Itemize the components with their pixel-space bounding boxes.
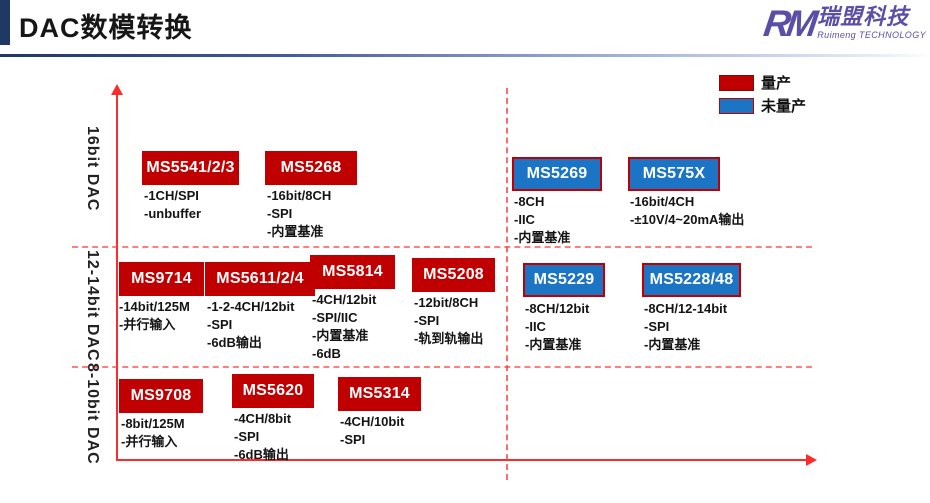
chip-spec-line: -并行输入: [119, 317, 176, 332]
chip-spec-line: -6dB: [312, 346, 341, 361]
status-divider-dotted-line: [506, 88, 508, 480]
axis-row-label: 12-14bit DAC: [84, 250, 101, 362]
chip-name-box: MS5314: [338, 377, 421, 411]
legend-label: 量产: [761, 75, 792, 92]
chip-spec-list: -8bit/125M -并行输入: [121, 415, 185, 451]
chip-spec-list: -8CH/12bit -IIC -内置基准: [525, 300, 589, 354]
chip-spec-line: -SPI: [234, 429, 260, 444]
chip-spec-line: -4CH/8bit: [234, 411, 292, 426]
company-logo: RM 瑞盟科技 Ruimeng TECHNOLOGY: [760, 3, 926, 44]
chip-spec-line: -IIC: [514, 212, 535, 227]
chip-spec-list: -4CH/10bit -SPI: [340, 413, 404, 449]
chip-spec-line: -并行输入: [121, 434, 178, 449]
logo-monogram-icon: RM: [760, 3, 817, 44]
chip-spec-list: -8CH -IIC -内置基准: [514, 193, 570, 247]
chip-name-box: MS5268: [265, 151, 357, 185]
chip-spec-line: -SPI: [267, 206, 293, 221]
chip-spec-list: -12bit/8CH -SPI -轨到轨输出: [414, 294, 483, 348]
chip-spec-line: -unbuffer: [144, 206, 202, 221]
chip-spec-line: -14bit/125M: [119, 299, 190, 314]
chip-spec-list: -1-2-4CH/12bit -SPI -6dB输出: [207, 298, 294, 352]
legend-swatch-red: [719, 74, 754, 91]
chip-spec-line: -SPI: [414, 313, 440, 328]
chip-spec-list: -16bit/4CH -±10V/4~20mA输出: [630, 193, 744, 229]
chip-spec-list: -4CH/8bit -SPI -6dB输出: [234, 410, 291, 464]
chip-spec-line: -SPI/IIC: [312, 310, 358, 325]
chip-spec-list: -1CH/SPI -unbuffer: [144, 187, 201, 223]
x-axis-line: [116, 459, 808, 461]
chip-spec-line: -内置基准: [267, 224, 324, 239]
chip-spec-line: -8CH: [514, 194, 545, 209]
chip-spec-line: -内置基准: [644, 337, 701, 352]
chip-spec-list: -16bit/8CH -SPI -内置基准: [267, 187, 331, 241]
chip-spec-line: -SPI: [644, 319, 670, 334]
chip-spec-line: -SPI: [207, 317, 233, 332]
chip-name-box: MS9714: [119, 262, 204, 296]
axis-row-label: 16bit DAC: [84, 126, 101, 212]
x-axis-arrow-icon: [806, 454, 817, 466]
chip-spec-line: -4CH/12bit: [312, 292, 377, 307]
chip-spec-line: -±10V/4~20mA输出: [630, 212, 745, 227]
chip-spec-line: -1CH/SPI: [144, 188, 199, 203]
chip-spec-line: -SPI: [340, 432, 366, 447]
header-divider: [0, 54, 930, 57]
logo-name-cn: 瑞盟科技: [817, 4, 910, 29]
chip-name-box: MS5541/2/3: [142, 151, 239, 185]
chip-spec-list: -14bit/125M -并行输入: [119, 298, 190, 334]
chip-spec-line: -16bit/8CH: [267, 188, 332, 203]
chip-spec-line: -16bit/4CH: [630, 194, 695, 209]
chip-name-box: MS5269: [512, 157, 602, 191]
chip-name-box: MS5228/48: [642, 263, 741, 297]
chip-name-box: MS5611/2/4: [205, 262, 315, 296]
legend-label: 未量产: [761, 98, 807, 115]
chip-spec-line: -内置基准: [312, 328, 369, 343]
chip-spec-line: -内置基准: [525, 337, 582, 352]
row-divider-dotted-line-2: [72, 366, 812, 368]
title-accent-bar: [0, 0, 10, 45]
y-axis-arrow-icon: [111, 84, 123, 95]
chip-spec-line: -8CH/12bit: [525, 301, 590, 316]
axis-row-label: 8-10bit DAC: [84, 363, 101, 465]
chip-spec-line: -12bit/8CH: [414, 295, 479, 310]
chip-spec-line: -6dB输出: [207, 335, 262, 350]
row-divider-dotted-line-1: [72, 246, 812, 248]
chip-spec-line: -4CH/10bit: [340, 414, 405, 429]
chip-name-box: MS5229: [523, 263, 605, 297]
chip-spec-line: -1-2-4CH/12bit: [207, 299, 295, 314]
legend-item-mass-production: 量产: [719, 72, 791, 93]
chip-spec-list: -4CH/12bit -SPI/IIC -内置基准 -6dB: [312, 291, 376, 363]
chip-spec-line: -轨到轨输出: [414, 331, 484, 346]
logo-name-en: Ruimeng TECHNOLOGY: [817, 30, 926, 40]
chip-name-box: MS5208: [412, 258, 495, 292]
chip-name-box: MS575X: [628, 157, 720, 191]
chip-name-box: MS5814: [310, 255, 395, 289]
page-title: DAC数模转换: [19, 13, 193, 43]
chip-spec-list: -8CH/12-14bit -SPI -内置基准: [644, 300, 727, 354]
chip-spec-line: -内置基准: [514, 230, 571, 245]
legend-swatch-blue: [719, 97, 754, 114]
chip-name-box: MS5620: [232, 374, 314, 408]
chip-spec-line: -IIC: [525, 319, 546, 334]
legend-item-pre-production: 未量产: [719, 95, 806, 116]
chip-name-box: MS9708: [119, 379, 203, 413]
chip-spec-line: -8bit/125M: [121, 416, 185, 431]
chip-spec-line: -6dB输出: [234, 447, 289, 462]
y-axis-line: [116, 93, 118, 460]
chip-spec-line: -8CH/12-14bit: [644, 301, 728, 316]
